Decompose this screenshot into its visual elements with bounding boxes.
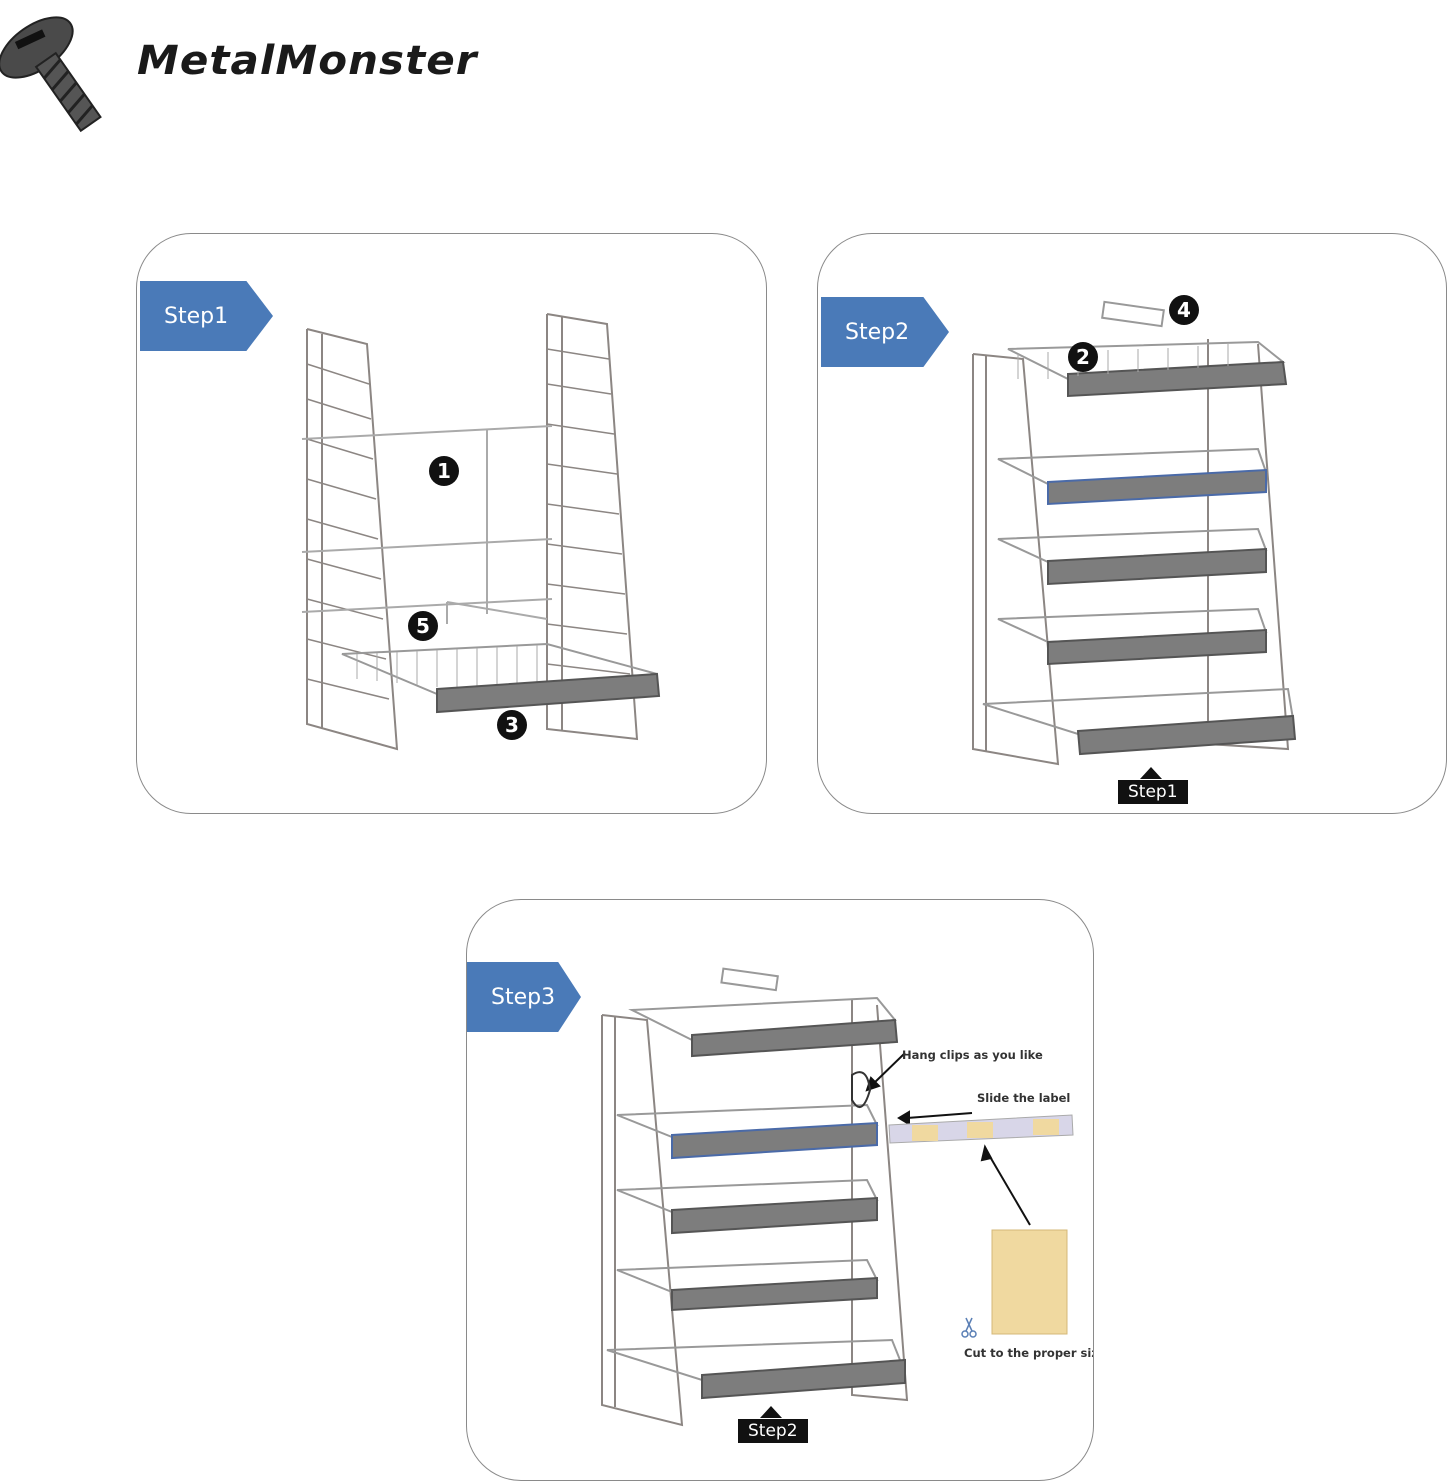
slide-label-note: Slide the label [977,1091,1071,1105]
cut-note: Cut to the proper size [964,1346,1094,1360]
step2-tag: Step2 [821,297,949,367]
reference-arrow-icon [1140,767,1162,779]
step1-panel: Step1 1 5 3 [136,233,767,814]
scissors-icon [961,1317,977,1338]
marker-1: 1 [429,456,459,486]
marker-3: 3 [497,710,527,740]
step2-panel: Step2 4 2 Step1 [817,233,1447,814]
screw-icon [0,16,102,133]
step1-tag: Step1 [140,281,273,351]
brand-name: MetalMonster [137,38,478,84]
marker-4: 4 [1169,295,1199,325]
step2-reference: Step1 [1118,780,1188,804]
hang-clips-note: Hang clips as you like [902,1048,1043,1062]
marker-2: 2 [1068,342,1098,372]
step3-illustration [601,967,1074,1427]
step1-illustration [301,313,661,751]
step2-illustration [972,300,1297,766]
step3-reference: Step2 [738,1419,808,1443]
reference-arrow-icon [760,1406,782,1418]
step3-tag: Step3 [467,962,581,1032]
marker-5: 5 [408,611,438,641]
step3-panel: Step3 Hang clips as you like Slide the l… [466,899,1094,1481]
